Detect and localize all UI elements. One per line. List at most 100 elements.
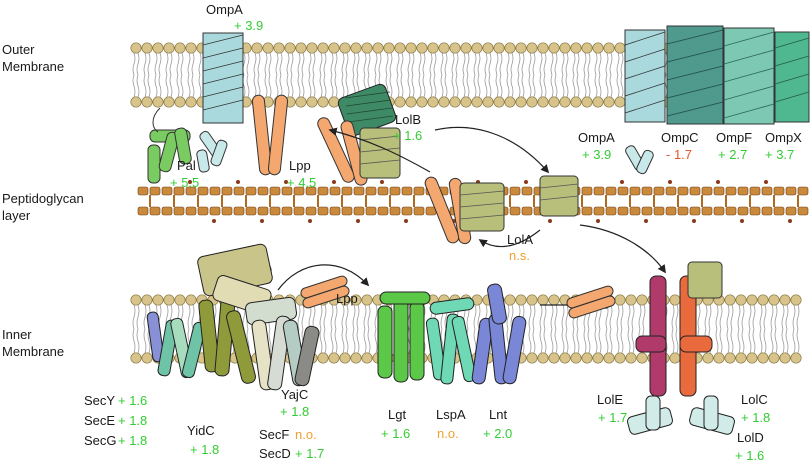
lipid-tail (319, 304, 323, 330)
lipid-tail (308, 74, 312, 98)
lipid-tail (275, 74, 279, 98)
lipid-tail (752, 328, 756, 354)
glycan-unit (701, 206, 713, 216)
glycan-unit (377, 206, 389, 216)
lipid-tail (334, 328, 338, 354)
lipid-tail (187, 52, 191, 76)
lipid-tail (726, 328, 730, 354)
lipid-tail (356, 52, 360, 76)
lipid-tail (539, 304, 543, 330)
lnt-protein (471, 283, 527, 385)
lolD-name: LolD (737, 430, 764, 445)
lipid-tail (675, 304, 679, 330)
lipid-tail (477, 304, 481, 330)
glycan-unit (689, 206, 701, 216)
lipid-head (427, 42, 439, 54)
lipid-tail (730, 304, 734, 330)
lipid-tail (598, 52, 602, 76)
lipid-tail (418, 52, 422, 76)
lipid-head (790, 352, 802, 364)
ompX-name: OmpX (765, 130, 802, 145)
lipid-head (746, 352, 758, 364)
lipid-tail (136, 52, 140, 76)
peptidoglycan-label-line1: Peptidoglycan (2, 191, 84, 206)
lipid-head (174, 294, 186, 306)
peptide-stem (596, 219, 600, 223)
lipid-head (130, 294, 142, 306)
lipid-tail (154, 52, 158, 76)
glycan-unit (689, 186, 701, 196)
lipid-tail (737, 328, 741, 354)
lipid-head (614, 294, 626, 306)
glycan-unit (641, 206, 653, 216)
lipid-head (493, 96, 505, 108)
lipid-tail (532, 52, 536, 76)
ompF-value: + 2.7 (718, 147, 748, 162)
lipid-tail (279, 52, 283, 76)
lipid-tail (433, 52, 437, 76)
lipid-tail (136, 304, 140, 330)
lipid-tail (770, 304, 774, 330)
lipid-head (350, 352, 362, 364)
lipid-tail (158, 52, 162, 76)
lipid-tail (506, 74, 510, 98)
glycan-unit (593, 186, 605, 196)
lipid-tail (576, 74, 580, 98)
lipid-head (328, 42, 340, 54)
ompA-right-value: + 3.9 (582, 147, 612, 162)
lipid-tail (576, 328, 580, 354)
lipid-head (768, 352, 780, 364)
lipid-tail (605, 304, 609, 330)
lipid-tail (561, 52, 565, 76)
glycan-unit (341, 206, 353, 216)
lipid-tail (572, 74, 576, 98)
glycan-unit (401, 206, 413, 216)
lipid-head (438, 96, 450, 108)
glycan-unit (305, 206, 317, 216)
peptide-stem (212, 219, 216, 223)
lipid-tail (352, 304, 356, 330)
lipid-tail (264, 52, 268, 76)
lipid-head (394, 96, 406, 108)
lipid-tail (587, 328, 591, 354)
yidC-value: + 1.8 (190, 442, 220, 457)
lipid-head (724, 352, 736, 364)
ompX-value: + 3.7 (765, 147, 795, 162)
lipid-tail (543, 328, 547, 354)
lipid-tail (264, 74, 268, 98)
lgt-name: Lgt (388, 407, 407, 422)
lipid-tail (521, 52, 525, 76)
lipid-tail (323, 74, 327, 98)
lipid-head (625, 294, 637, 306)
lipid-tail (407, 52, 411, 76)
glycan-unit (665, 206, 677, 216)
glycan-unit (269, 186, 281, 196)
lipid-tail (572, 328, 576, 354)
lipid-head (185, 294, 197, 306)
lipid-head (438, 42, 450, 54)
lipid-head (372, 42, 384, 54)
lolD-value: + 1.6 (735, 448, 765, 463)
peptide-stem (356, 219, 360, 223)
lipid-head (141, 96, 153, 108)
lipid-head (592, 42, 604, 54)
lipid-tail (334, 304, 338, 330)
lipid-tail (796, 304, 800, 330)
lipid-tail (169, 52, 173, 76)
lolA-with-lipoprotein (424, 176, 505, 245)
lipid-tail (737, 304, 741, 330)
secYEG-complex (146, 311, 207, 379)
ompC-value: - 1.7 (666, 147, 693, 162)
lipid-head (317, 42, 329, 54)
peptide-stem (308, 219, 312, 223)
peptidoglycan-label-line2: layer (2, 208, 31, 223)
glycan-unit (257, 206, 269, 216)
lipid-tail (550, 52, 554, 76)
glycan-unit (521, 206, 533, 216)
lipid-tail (477, 52, 481, 76)
lipid-tail (741, 304, 745, 330)
pal-protein (147, 107, 192, 184)
lipid-tail (748, 304, 752, 330)
lipid-tail (528, 328, 532, 354)
lipid-tail (286, 74, 290, 98)
